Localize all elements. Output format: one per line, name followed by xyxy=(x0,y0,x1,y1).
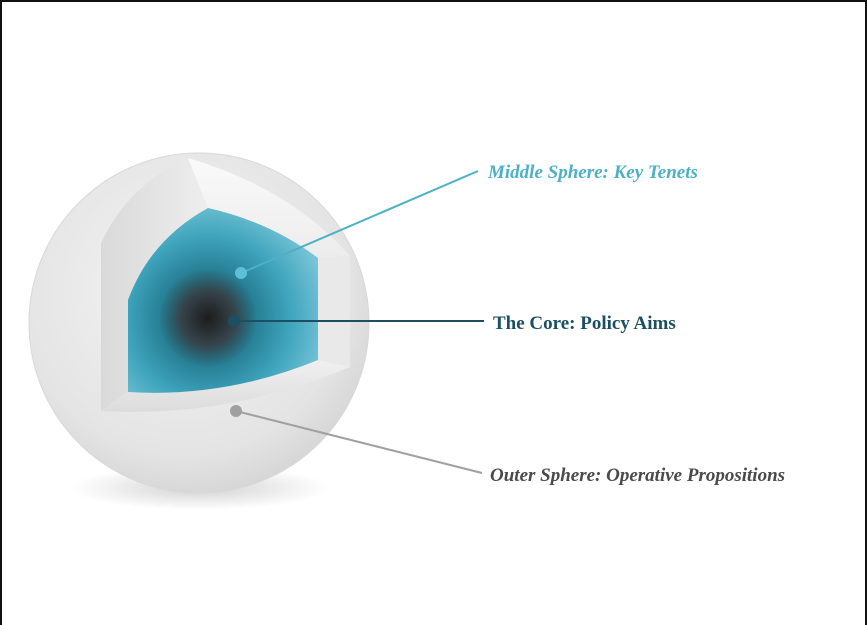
cutaway-top-wall xyxy=(188,158,350,258)
cutaway-right-wall xyxy=(318,256,350,367)
cutaway-left-wall xyxy=(101,158,208,411)
core-label: The Core: Policy Aims xyxy=(493,313,676,334)
middle-marker xyxy=(235,267,247,279)
middle-sphere-label: Middle Sphere: Key Tenets xyxy=(488,162,698,183)
cutaway-bottom-wall xyxy=(101,360,350,412)
core-layer xyxy=(160,270,256,366)
outer-sphere-label: Outer Sphere: Operative Propositions xyxy=(490,465,786,486)
outer-leader-line xyxy=(235,410,483,474)
middle-leader-line xyxy=(240,170,479,274)
outer-marker xyxy=(230,405,242,417)
core-marker xyxy=(228,315,240,327)
